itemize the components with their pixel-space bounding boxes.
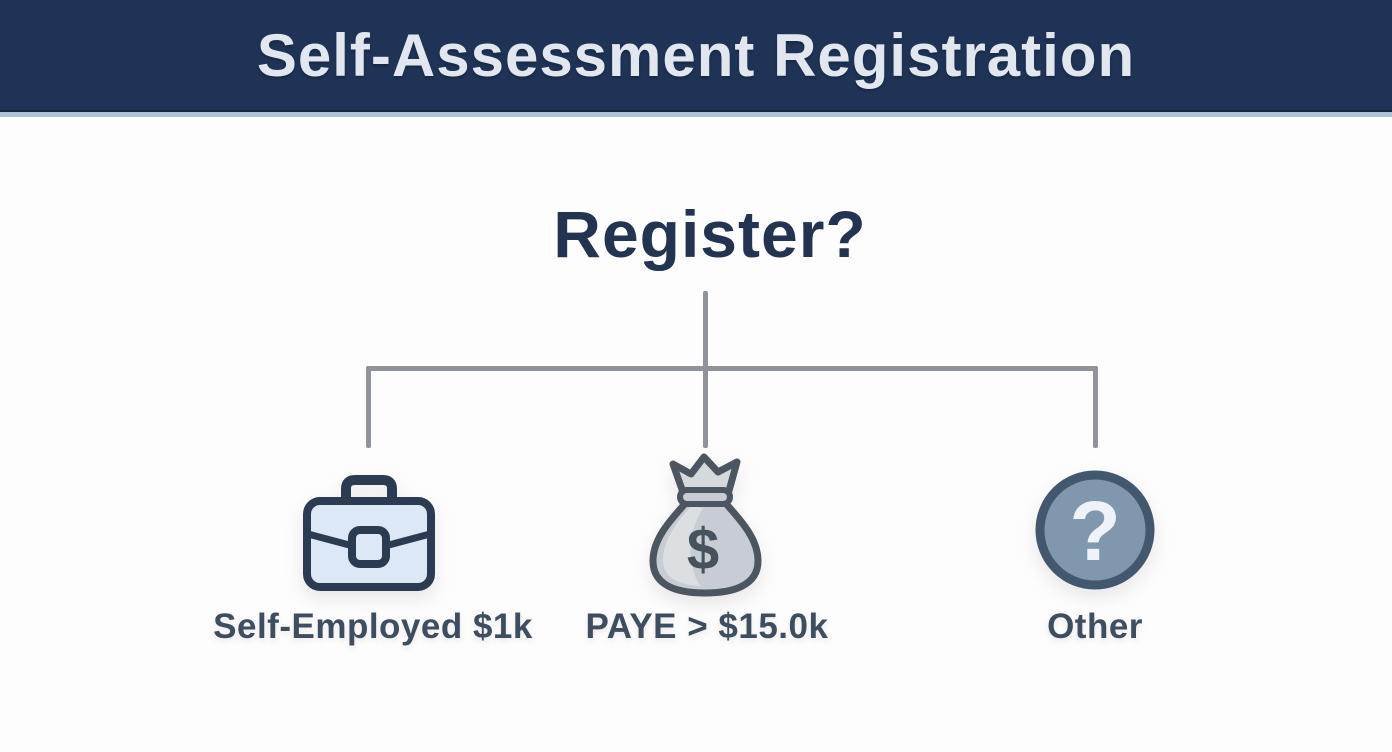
briefcase-icon bbox=[302, 472, 436, 598]
page-title: Self-Assessment Registration bbox=[256, 21, 1136, 89]
branch-label-other: Other bbox=[1047, 607, 1143, 646]
connector-vertical-left bbox=[366, 366, 371, 448]
branch-label-paye: PAYE > $15.0k bbox=[585, 607, 829, 646]
connector-horizontal bbox=[366, 366, 1098, 371]
dollar-symbol: $ bbox=[687, 517, 719, 582]
decision-node-label: Register? bbox=[553, 197, 867, 271]
question-glyph: ? bbox=[1069, 484, 1120, 578]
branch-label-self-employed: Self-Employed $1k bbox=[213, 607, 533, 646]
question-mark-icon: ? bbox=[1033, 468, 1158, 598]
connector-vertical-right bbox=[1093, 366, 1098, 448]
header-band: Self-Assessment Registration bbox=[0, 0, 1392, 112]
money-bag-icon: $ bbox=[645, 452, 766, 603]
